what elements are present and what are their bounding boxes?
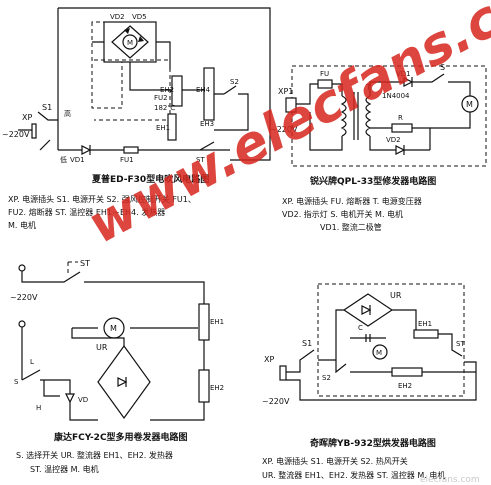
rectifier-ur-4 [342,293,394,327]
label-fu1: FU1 [120,156,134,164]
circuit3-title: 康达FCY-2C型多用卷发器电路图 [54,431,188,443]
label-m-3: M [110,324,117,333]
circuit4-legend-line1: XP. 电源插头 S1. 电源开关 S2. 热风开关 [262,456,408,466]
label-s1-low: 低 [60,155,67,164]
terminal-bottom-icon [18,320,26,328]
terminal-top-icon [18,264,26,272]
circuit3-legend-line2: ST. 温控器 M. 电机 [30,464,99,474]
label-xp-4: XP [264,355,274,364]
label-fu2: FU2 [154,94,168,102]
label-vd2: VD2 [110,13,125,21]
fuse-fu [317,79,333,89]
label-fu: FU [320,70,329,78]
heater-eh1 [167,113,177,141]
transformer-t [309,92,372,151]
heater-eh2 [171,75,183,107]
circuit3-legend-line1: S. 选择开关 UR. 整流器 EH1、EH2. 发热器 [16,450,173,460]
label-xp1: XP1 [278,87,293,96]
label-fu2-temp: 182℃ [154,104,175,112]
label-m-4: M [376,349,382,357]
motor-m-icon [122,34,138,50]
circuit2-legend-line3: VD1. 整流二极管 [320,222,382,232]
label-220v-2: ~220V [270,125,298,134]
label-eh1-4: EH1 [418,320,432,328]
label-220v-3: ~220V [10,293,38,302]
label-eh2-3: EH2 [210,384,224,392]
label-eh2: EH2 [160,86,174,94]
circuit4-title: 奇晖牌YB-932型烘发器电路图 [310,437,436,449]
circuit-trimmer: XP1 FU ~220V T VD1 1N4004 S M R VD2 [270,63,487,167]
label-1n4004: 1N4004 [382,92,410,100]
watermark-small-text: elecfans.com [420,475,480,485]
label-m: M [127,39,133,47]
label-eh2-4: EH2 [398,382,412,390]
circuit-hair-dryer: VD2 VD5 M EH2 EH4 FU2 182℃ EH1 EH3 S2 XP… [2,7,271,164]
circuit1-legend-line1: XP. 电源插头 S1. 电源开关 S2. 强风控制开关 FU1、 [8,194,196,204]
rectifier-ur [71,328,151,420]
label-ur-4: UR [390,291,402,300]
plug-xp-4-icon [279,365,287,381]
circuit2-legend-line1: XP. 电源插头 FU. 熔断器 T. 电源变压器 [282,196,422,206]
label-st-4: ST [456,340,465,348]
label-vd: VD [78,396,88,404]
label-vd5: VD5 [132,13,147,21]
label-m-2: M [466,100,473,109]
power-plug-xp-icon [31,123,37,139]
circuit2-title: 锐兴牌QPL-33型修发器电路图 [310,175,436,187]
resistor-r [391,123,413,133]
label-vd2-2: VD2 [386,136,401,144]
label-l: L [30,358,34,366]
label-s-2: S [440,63,445,72]
circuit-curler: ST ~220V L S H VD M EH1 EH2 UR [10,259,224,421]
label-st: ST [196,156,205,164]
plug-xp1-icon [285,97,297,113]
label-xp: XP [22,113,32,122]
label-eh1: EH1 [156,124,170,132]
circuit4-legend-line2: UR. 整流器 EH1、EH2. 发热器 ST. 温控器 M. 电机 [262,470,445,480]
motor-m-icon [372,344,388,360]
circuit-dryer: UR C M EH1 ST XP S1 S2 EH2 ~220V [262,283,477,406]
circuit1-title: 夏普ED-F30型电吹风电路图 [91,173,209,185]
heater-eh2-4 [391,367,423,377]
label-220v: ~220V [2,130,30,139]
label-s1-hot: 高 [64,109,71,118]
label-vd1-2: VD1 [396,70,411,78]
label-st-3: ST [80,259,90,268]
label-h: H [36,404,41,412]
label-eh4: EH4 [196,86,211,94]
label-s1-4: S1 [302,339,312,348]
circuit1-legend-line3: M. 电机 [8,220,36,230]
fuse-fu1 [123,146,139,154]
label-t: T [365,83,371,92]
label-eh1-3: EH1 [210,318,224,326]
heater-eh4 [203,67,215,121]
circuit1-legend-line2: FU2. 熔断器 ST. 温控器 EH1－EH4. 发热器 [8,207,165,217]
label-s1: S1 [42,103,52,112]
label-c: C [358,324,363,332]
circuit2-legend-line2: VD2. 指示灯 S. 电机开关 M. 电机 [282,209,403,219]
heater-eh1-3 [198,303,210,341]
bridge-rectifier [103,21,157,63]
label-s-3: S [14,378,19,386]
heater-eh1-4 [413,329,439,339]
heater-eh2-3 [198,369,210,403]
label-eh3: EH3 [200,120,214,128]
label-vd1: VD1 [70,156,85,164]
label-s2: S2 [230,78,239,86]
label-s2-4: S2 [322,374,331,382]
label-220v-4: ~220V [262,397,290,406]
label-ur-3: UR [96,343,108,352]
label-r: R [398,114,403,122]
